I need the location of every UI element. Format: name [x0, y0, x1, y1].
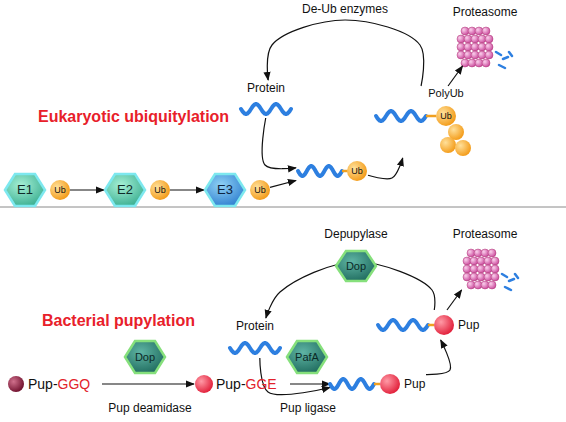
- enzyme-label: Pup deamidase: [108, 401, 191, 415]
- node-text: Depupylase: [318, 226, 394, 242]
- reaction-arrow: [290, 383, 330, 384]
- hexagon-outline: [105, 174, 145, 206]
- hexagon-outline: [5, 174, 45, 206]
- reaction-arrow: [70, 189, 104, 190]
- protein-chain: [378, 320, 428, 330]
- reaction-arrow: [262, 118, 296, 169]
- node-text: Proteasome: [440, 226, 530, 242]
- section-divider: [0, 207, 566, 208]
- section-title: Bacterial pupylation: [42, 312, 195, 330]
- protein-chain: [241, 104, 291, 114]
- tag-ball: [195, 375, 213, 393]
- ubiquitin-ball: Ub: [250, 180, 270, 200]
- enzyme-hexagon: DepupylaseDop: [318, 226, 394, 282]
- reaction-arrow: [270, 181, 296, 188]
- node-text: E1: [4, 173, 46, 207]
- hexagon-outline: [125, 341, 165, 373]
- tag-ball: [347, 161, 367, 181]
- enzyme-hexagon: Dop: [124, 340, 166, 374]
- node-text: E3: [204, 173, 246, 207]
- pup-active: Pup-GGE: [194, 374, 290, 394]
- protein-chain: [376, 111, 426, 121]
- tag-ball: [250, 180, 270, 200]
- polyubiquitylated-protein: PolyUbUb: [374, 86, 470, 158]
- pupylated-protein: Pup: [378, 310, 494, 340]
- proteasome: Proteasome: [440, 226, 530, 290]
- hexagon-outline: [205, 174, 245, 206]
- hexagon-outline: [336, 251, 376, 281]
- node-text: Ub: [50, 180, 70, 200]
- reaction-arrow: [426, 340, 451, 375]
- node-text: Ub: [347, 161, 367, 181]
- reaction-arrow: [448, 66, 462, 86]
- pupylated-protein: Pup: [330, 367, 426, 401]
- node-text: Ub: [150, 180, 170, 200]
- protein-chain: [298, 166, 342, 176]
- proteasome: Proteasome: [440, 4, 530, 66]
- tag-ball: [436, 106, 456, 126]
- protein-chain: [230, 343, 280, 353]
- enzyme-hexagon: E1: [4, 173, 46, 207]
- text-row: Pup-GGE: [216, 374, 277, 394]
- node-text: Dop: [336, 251, 376, 281]
- section-title: Eukaryotic ubiquitylation: [38, 108, 229, 126]
- node-text: GGQ: [58, 376, 91, 392]
- protein-chain: [330, 379, 374, 389]
- node-text: Pup-: [216, 376, 246, 392]
- tag-bond: [426, 115, 436, 118]
- tag-ball: [434, 315, 454, 335]
- reaction-arrow: [102, 383, 194, 384]
- tag-bond: [374, 383, 380, 386]
- node-text: Pup: [404, 374, 428, 394]
- enzyme-label: Pup ligase: [280, 401, 336, 415]
- tag-ball: [8, 376, 24, 392]
- node-text: GGE: [246, 376, 277, 392]
- enzyme-hexagon: E2: [104, 173, 146, 207]
- node-text: PolyUb: [422, 86, 470, 100]
- proteasome-illustration: [463, 249, 518, 290]
- reaction-arrow: [447, 290, 462, 310]
- protein-substrate: Protein: [236, 80, 296, 118]
- tag-ball: [440, 137, 456, 153]
- node-text: Protein: [224, 318, 286, 334]
- tag-ball: [455, 140, 471, 156]
- node-text: Ub: [250, 180, 270, 200]
- ubiquitin-ball: Ub: [150, 180, 170, 200]
- node-text: Protein: [236, 80, 296, 96]
- protein-substrate: Protein: [224, 318, 286, 358]
- tag-ball: [380, 374, 400, 394]
- proteasome-illustration: [457, 27, 512, 68]
- node-text: Dop: [124, 340, 166, 374]
- node-text: Pup-: [28, 376, 58, 392]
- tag-ball: [150, 180, 170, 200]
- tag-ball: [50, 180, 70, 200]
- hexagon-outline: [287, 341, 327, 373]
- enzyme-hexagon: E3: [204, 173, 246, 207]
- node-text: PafA: [286, 340, 328, 374]
- reaction-arrow: [368, 158, 403, 179]
- ubiquitin-ball: Ub: [50, 180, 70, 200]
- tag-bond: [428, 324, 434, 327]
- node-text: E2: [104, 173, 146, 207]
- reaction-arrow: [170, 189, 204, 190]
- node-text: Ub: [436, 106, 456, 126]
- node-text: Pup: [458, 315, 488, 335]
- node-text: Proteasome: [440, 4, 530, 20]
- pup-precursor: Pup-GGQ: [6, 374, 102, 394]
- text-row: Pup-GGQ: [28, 374, 90, 394]
- enzyme-hexagon: PafA: [286, 340, 328, 374]
- enzyme-label: De-Ub enzymes: [302, 2, 388, 16]
- ubiquitylated-protein: Ub: [296, 160, 368, 182]
- reaction-arrow: [267, 20, 423, 86]
